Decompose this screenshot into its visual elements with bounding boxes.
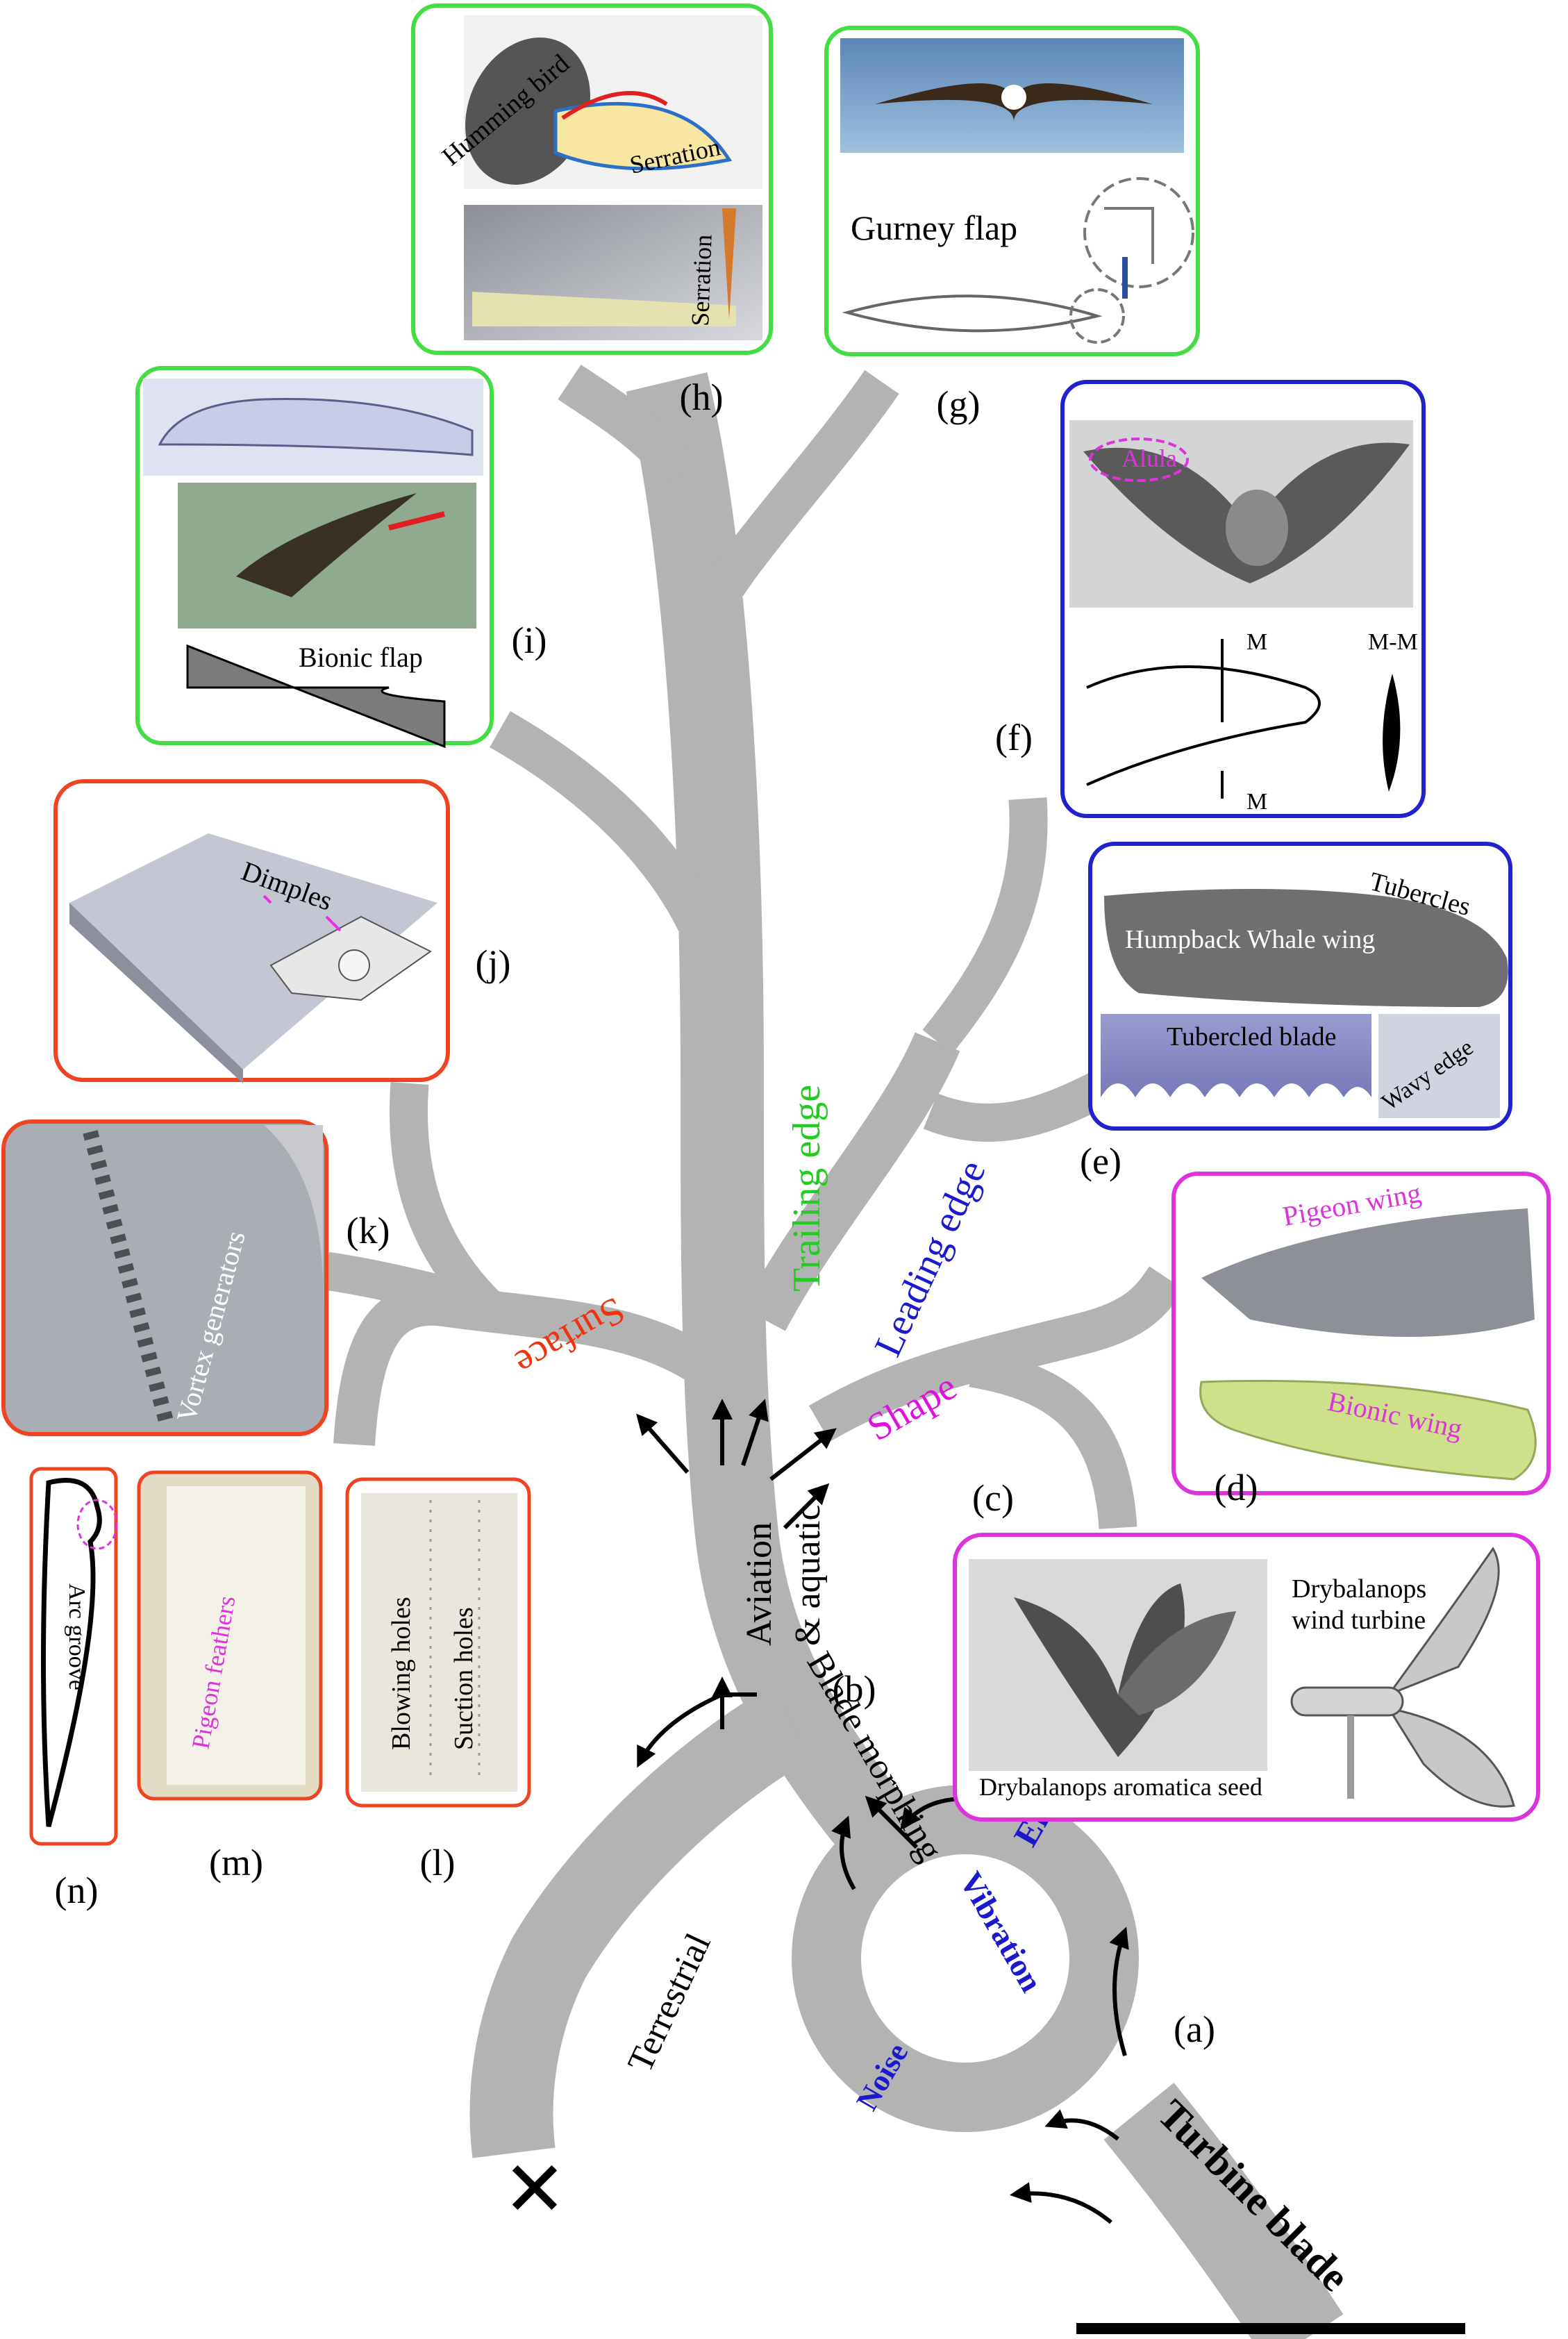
blowing-holes-caption: Blowing holes (387, 1597, 416, 1750)
arc-groove-caption: Arc groove (64, 1583, 90, 1690)
suction-holes-caption: Suction holes (449, 1607, 478, 1750)
vibration-label: Vibration (953, 1866, 1049, 1998)
section-m-top: M (1246, 629, 1267, 655)
aviation-label: Aviation (740, 1522, 779, 1646)
panel-label-a: (a) (1174, 2008, 1215, 2050)
panel-label-f: (f) (995, 717, 1033, 758)
panel-label-i: (i) (512, 619, 547, 661)
panel-c-drybalanops (953, 1533, 1540, 1822)
drybalanops-seed-caption: Drybalanops aromatica seed (979, 1773, 1262, 1801)
panel-k-vortex-generators (1, 1119, 328, 1436)
panel-e-tubercles (1088, 842, 1512, 1131)
trailing-edge-label: Trailing edge (785, 1085, 828, 1292)
panel-label-g: (g) (937, 383, 981, 425)
drybalanops-turbine-caption-2: wind turbine (1292, 1606, 1426, 1635)
leading-edge-label: Leading edge (866, 1154, 994, 1363)
aquatic-label: & aquatic (788, 1504, 828, 1646)
panel-l-blowing-suction (345, 1477, 531, 1808)
panel-f-owl-alula (1060, 380, 1426, 818)
panel-label-j: (j) (476, 942, 511, 984)
flow-arrows (636, 1399, 1129, 2224)
section-mm-caption: M-M (1368, 629, 1418, 655)
bionic-flap-caption: Bionic flap (299, 642, 423, 673)
panel-label-d: (d) (1215, 1467, 1258, 1508)
tubercled-blade-caption: Tubercled blade (1167, 1022, 1336, 1051)
panel-i-bionic-flap (135, 366, 494, 749)
panel-d-pigeon-bionic-wing (1171, 1172, 1551, 1495)
panel-g-eagle-gurney-flap (824, 26, 1200, 356)
bottom-bar (1076, 2323, 1465, 2334)
panel-m-pigeon-feathers (137, 1470, 323, 1801)
drybalanops-turbine-caption-1: Drybalanops (1292, 1574, 1426, 1604)
humpback-whale-caption: Humpback Whale wing (1125, 925, 1375, 954)
terrestrial-label: Terrestrial (620, 1927, 719, 2078)
gurney-flap-caption: Gurney flap (851, 208, 1017, 247)
section-m-bottom: M (1246, 789, 1267, 815)
panel-j-dimples (53, 779, 450, 1083)
panel-label-n: (n) (55, 1870, 99, 1911)
panel-label-b: (b) (833, 1668, 876, 1710)
serration-caption-2: Serration (686, 234, 717, 326)
panel-label-h: (h) (680, 376, 724, 418)
alula-caption: Alula (1121, 444, 1177, 472)
panel-n-arc-groove (29, 1467, 118, 1846)
panel-label-m: (m) (209, 1842, 263, 1883)
panel-label-c: (c) (972, 1477, 1014, 1519)
panel-label-e: (e) (1080, 1140, 1121, 1182)
panel-h-hummingbird-serration (411, 3, 773, 355)
blocked-x-mark: ✕ (503, 2145, 567, 2233)
panel-label-l: (l) (420, 1842, 456, 1883)
panel-label-k: (k) (347, 1210, 390, 1251)
